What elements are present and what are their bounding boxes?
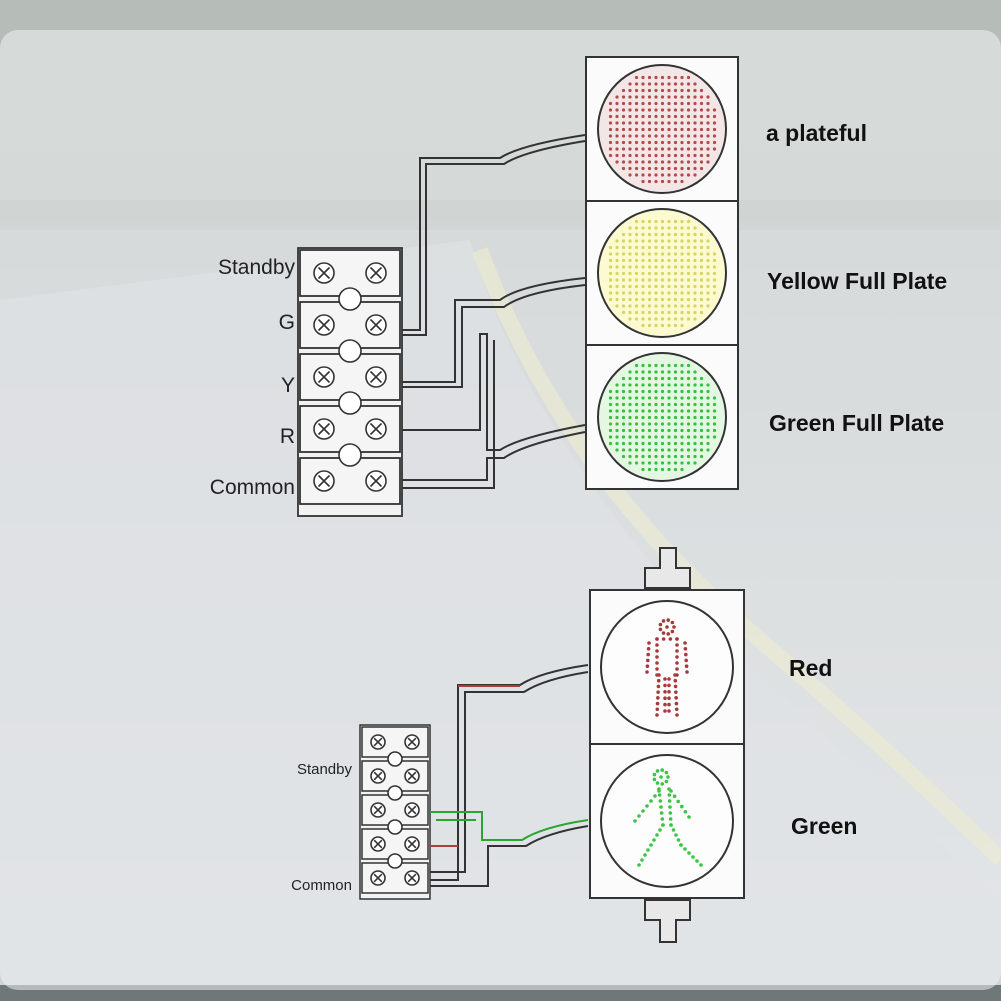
terminal-screw-left: [313, 418, 335, 440]
terminal-screw-right: [404, 734, 420, 750]
vehicle-terminal-label-g: G: [278, 311, 295, 334]
terminal-link-screw: [338, 287, 362, 311]
pedestrian-figure-0: [600, 600, 734, 734]
terminal-screw-right: [365, 314, 387, 336]
vehicle-terminal-label-r: R: [279, 425, 295, 448]
terminal-screw-right: [404, 802, 420, 818]
pedestrian-terminal-label-common: Common: [291, 877, 352, 894]
terminal-screw-left: [370, 870, 386, 886]
pedestrian-wires: [430, 664, 589, 887]
lamp-disc-0: [597, 64, 727, 194]
vehicle-lamps: [597, 64, 727, 482]
terminal-screw-right: [365, 470, 387, 492]
terminal-screw-left: [313, 366, 335, 388]
vehicle-terminal-label-standby: Standby: [217, 256, 295, 279]
pedestrian-terminal-label-standby: Standby: [296, 761, 352, 778]
vehicle-terminal-label-common: Common: [209, 476, 295, 499]
terminal-link-screw: [338, 339, 362, 363]
terminal-link-screw: [387, 785, 403, 801]
terminal-link-screw: [338, 443, 362, 467]
terminal-link-screw: [387, 819, 403, 835]
pedestrian-lamps: [600, 600, 734, 888]
terminal-link-screw: [387, 751, 403, 767]
terminal-screw-left: [313, 470, 335, 492]
diagram-panel: [0, 30, 1001, 990]
terminal-screw-left: [370, 734, 386, 750]
terminal-screw-right: [404, 768, 420, 784]
terminal-link-screw: [338, 391, 362, 415]
lamp-disc-1: [597, 208, 727, 338]
vehicle-terminal-label-y: Y: [280, 374, 295, 397]
lamp-disc-2: [597, 352, 727, 482]
terminal-screw-right: [365, 366, 387, 388]
terminal-screw-left: [370, 836, 386, 852]
pedestrian-figure-1: [600, 754, 734, 888]
pedestrian-terminal-screws: [370, 734, 420, 886]
terminal-screw-left: [370, 768, 386, 784]
vehicle-wires: [402, 134, 586, 489]
terminal-screw-right: [404, 836, 420, 852]
vehicle-terminal-screws: [313, 262, 387, 492]
terminal-link-screw: [387, 853, 403, 869]
pedestrian-label-red: Red: [789, 655, 833, 681]
terminal-screw-right: [365, 418, 387, 440]
terminal-screw-right: [365, 262, 387, 284]
terminal-screw-left: [313, 314, 335, 336]
lamp-label-green: Green Full Plate: [769, 410, 945, 436]
terminal-screw-right: [404, 870, 420, 886]
terminal-screw-left: [370, 802, 386, 818]
lamp-label-yellow: Yellow Full Plate: [767, 268, 948, 294]
lamp-label-red: a plateful: [766, 120, 867, 146]
terminal-screw-left: [313, 262, 335, 284]
pedestrian-label-green: Green: [791, 813, 858, 839]
